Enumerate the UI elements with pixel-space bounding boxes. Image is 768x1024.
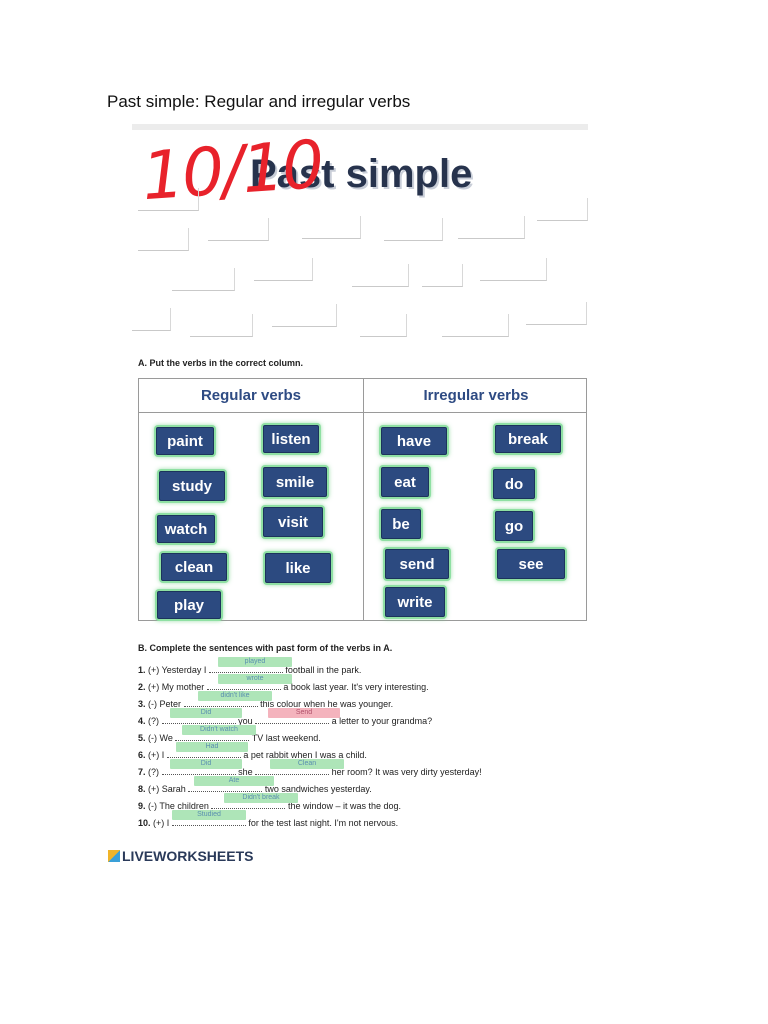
blank-line	[537, 198, 588, 221]
page-title: Past simple: Regular and irregular verbs	[107, 92, 411, 111]
verb-chip-eat[interactable]: eat	[381, 467, 429, 497]
sentence-8: 8. (+) Sarah two sandwiches yesterday.	[138, 784, 372, 794]
verb-chip-clean[interactable]: clean	[161, 553, 227, 581]
blank-line	[458, 216, 525, 239]
verb-chip-see[interactable]: see	[497, 549, 565, 579]
verb-chip-play[interactable]: play	[157, 591, 221, 619]
liveworksheets-logo: LIVEWORKSHEETS	[108, 848, 253, 864]
verb-chip-study[interactable]: study	[159, 471, 225, 501]
header-divider	[139, 412, 586, 413]
blank-line	[360, 314, 407, 337]
answer-field-7b[interactable]: Clean	[270, 759, 344, 769]
sentence-10: 10. (+) I for the test last night. I'm n…	[138, 818, 399, 828]
blank-line	[132, 308, 171, 331]
verb-chip-like[interactable]: like	[265, 553, 331, 583]
verb-chip-send[interactable]: send	[385, 549, 449, 579]
sentence-5: 5. (-) We TV last weekend.	[138, 733, 321, 743]
answer-field-4b[interactable]: Send	[268, 708, 340, 718]
answer-field-6[interactable]: Had	[176, 742, 248, 752]
liveworksheets-logo-icon	[108, 850, 120, 862]
verb-chip-visit[interactable]: visit	[263, 507, 323, 537]
blank-line	[442, 314, 509, 337]
verb-chip-smile[interactable]: smile	[263, 467, 327, 497]
sentence-4: 4. (?) you a letter to your grandma?	[138, 716, 433, 726]
answer-field-9[interactable]: Didn't break	[224, 793, 298, 803]
sentence-7: 7. (?) she her room? It was very dirty y…	[138, 767, 482, 777]
answer-field-3[interactable]: didn't like	[198, 691, 272, 701]
sentence-9: 9. (-) The children the window – it was …	[138, 801, 402, 811]
verb-chip-break[interactable]: break	[495, 425, 561, 453]
verb-chip-be[interactable]: be	[381, 509, 421, 539]
blank-line	[254, 258, 313, 281]
blank-line	[138, 228, 189, 251]
logo-text: LIVEWORKSHEETS	[122, 848, 254, 864]
worksheet: Past simple 10/10 A. Put the verbs in th…	[132, 124, 588, 840]
blank-line	[172, 268, 235, 291]
verb-chip-paint[interactable]: paint	[156, 427, 214, 455]
sentence-1: 1. (+) Yesterday I football in the park.	[138, 665, 362, 675]
blank-line	[138, 188, 199, 211]
regular-verbs-header: Regular verbs	[200, 387, 302, 404]
answer-field-10[interactable]: Studied	[172, 810, 246, 820]
blank-line	[272, 304, 337, 327]
answer-field-7a[interactable]: Did	[170, 759, 242, 769]
blank-line	[526, 302, 587, 325]
worksheet-heading: Past simple	[250, 152, 473, 196]
answer-field-8[interactable]: Ate	[194, 776, 274, 786]
blank-line	[422, 264, 463, 287]
blank-line	[384, 218, 443, 241]
section-a-instruction: A. Put the verbs in the correct column.	[138, 358, 304, 368]
answer-field-4a[interactable]: Did	[170, 708, 242, 718]
verb-chip-listen[interactable]: listen	[263, 425, 319, 453]
verb-chip-have[interactable]: have	[381, 427, 447, 455]
verb-chip-watch[interactable]: watch	[157, 515, 215, 543]
verb-chip-write[interactable]: write	[385, 587, 445, 617]
blank-line	[480, 258, 547, 281]
irregular-verbs-header: Irregular verbs	[423, 387, 529, 404]
sheet-top-border	[132, 124, 588, 130]
sentence-3: 3. (-) Peter this colour when he was you…	[138, 699, 394, 709]
answer-field-1[interactable]: played	[218, 657, 292, 667]
answer-field-2[interactable]: wrote	[218, 674, 292, 684]
verb-table: Regular verbs Irregular verbs paint list…	[138, 378, 587, 621]
verb-chip-go[interactable]: go	[495, 511, 533, 541]
answer-field-5[interactable]: Didn't watch	[182, 725, 256, 735]
sentence-6: 6. (+) I a pet rabbit when I was a child…	[138, 750, 367, 760]
blank-line	[190, 314, 253, 337]
verb-chip-do[interactable]: do	[493, 469, 535, 499]
section-b-instruction: B. Complete the sentences with past form…	[138, 643, 393, 653]
blank-line	[302, 216, 361, 239]
sentence-2: 2. (+) My mother a book last year. It's …	[138, 682, 429, 692]
blank-line	[208, 218, 269, 241]
blank-line	[352, 264, 409, 287]
column-divider	[363, 379, 364, 620]
